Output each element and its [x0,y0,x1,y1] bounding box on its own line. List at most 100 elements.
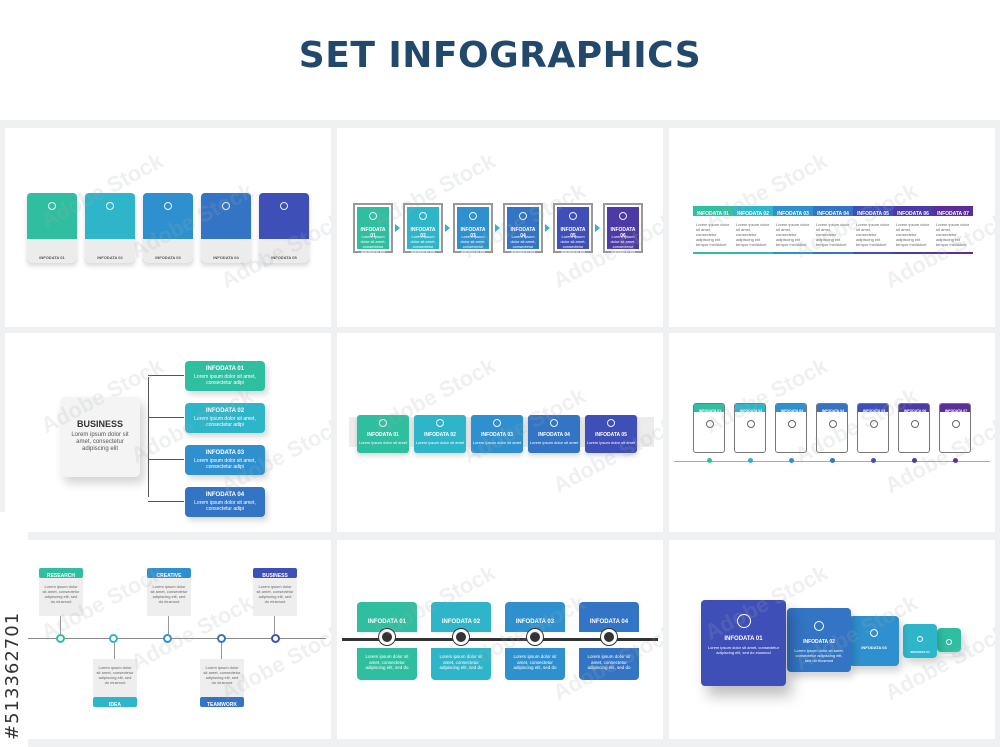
process-tag-top: CREATIVE [147,568,191,579]
tree-trunk [148,377,149,497]
arrow-icon [395,224,400,232]
stack-card: INFODATA 04 [903,624,937,658]
item-icon [419,212,427,220]
milestone-bottom: Lorem ipsum dolor sit amet, consectetur … [357,648,417,680]
step-body: Lorem ipsum dolor sit amet, consectetur … [610,234,636,254]
milestone-node [527,629,543,645]
column-header: INFODATA 01 [693,206,733,217]
panel-table-7: INFODATA 01 Lorem ipsum dolor sit amet, c… [669,128,995,327]
step-label: INFODATA 04 [510,227,536,239]
column-header: INFODATA 04 [813,206,853,217]
band-label: INFODATA 04 [538,432,570,438]
panel-business-tree: BUSINESS Lorem ipsum dolor sit amet, con… [5,333,331,532]
column-header: INFODATA 02 [733,206,773,217]
process-note-bottom: Lorem ipsum dolor sit amet, consectetur … [93,659,137,697]
arrow-icon [595,224,600,232]
timeline-dot [871,458,876,463]
timeline-header: INFODATA 07 [940,404,970,413]
timeline-card: INFODATA 03 [775,403,807,453]
milestone-bottom: Lorem ipsum dolor sit amet, consectetur … [579,648,639,680]
timeline-label: INFODATA 04 [821,409,845,413]
column-underline [933,252,973,254]
process-tag-label: TEAMWORK [207,702,237,708]
item-icon [222,202,230,210]
column-body: Lorem ipsum dolor sit amet, consectetur … [736,222,770,247]
band-label: INFODATA 02 [424,432,456,438]
band-label: INFODATA 05 [595,432,627,438]
stack-label: INFODATA 02 [803,639,835,645]
card-label: INFODATA 01 [39,255,65,260]
timeline-card: INFODATA 02 [734,403,766,453]
column-body: Lorem ipsum dolor sit amet, consectetur … [696,222,730,247]
item-icon [469,212,477,220]
timeline-header: INFODATA 01 [694,404,724,413]
timeline-card: INFODATA 06 [898,403,930,453]
milestone-body: Lorem ipsum dolor sit amet, consectetur … [587,654,631,670]
process-connector [60,616,61,634]
item-icon [369,212,377,220]
timeline-card: INFODATA 05 [857,403,889,453]
stack-card: INFODATA 05 [937,628,961,657]
column-body: Lorem ipsum dolor sit amet, consectetur … [816,222,850,247]
timeline-card: INFODATA 04 [816,403,848,453]
timeline-label: INFODATA 03 [780,409,804,413]
step-body: Lorem ipsum dolor sit amet, consectetur … [560,234,586,254]
timeline-header: INFODATA 06 [899,404,929,413]
branch-body: Lorem ipsum dolor sit amet, consectetur … [194,458,256,470]
column-header: INFODATA 03 [773,206,813,217]
card-label: INFODATA 04 [213,255,239,260]
step-body: Lorem ipsum dolor sit amet, consectetur … [510,234,536,254]
item-icon [607,419,615,427]
item-icon [436,419,444,427]
step-label: INFODATA 05 [560,227,586,239]
stack-icon [946,639,952,645]
column-underline [853,252,893,254]
timeline-icon [911,420,919,428]
process-connector [274,616,275,634]
business-box: BUSINESS Lorem ipsum dolor sit amet, con… [60,397,140,477]
band-body: Lorem ipsum dolor sit amet [586,440,636,445]
card-label: INFODATA 05 [271,255,297,260]
process-tag-bottom: TEAMWORK [200,697,244,708]
timeline-header: INFODATA 03 [776,404,806,413]
timeline-icon [829,420,837,428]
process-tag-bottom: IDEA [93,697,137,708]
timeline-label: INFODATA 01 [698,409,722,413]
process-connector [221,643,222,659]
process-tag-label: CREATIVE [156,573,182,579]
timeline-dot [748,458,753,463]
branch-label: INFODATA 04 [205,492,245,498]
timeline-icon [870,420,878,428]
stock-id: #513362701 [2,611,23,740]
card-label: INFODATA 03 [155,255,181,260]
band-label: INFODATA 01 [367,432,399,438]
column-underline [773,252,813,254]
stack-card: INFODATA 03 [849,616,899,666]
column-underline [813,252,853,254]
timeline-label: INFODATA 07 [944,409,968,413]
timeline-card: INFODATA 07 [939,403,971,453]
timeline-icon [952,420,960,428]
watermark: Adobe Stock [880,207,995,294]
item-icon [280,202,288,210]
stack-icon [917,636,923,642]
branch-label: INFODATA 01 [205,366,245,372]
band-card: INFODATA 05 Lorem ipsum dolor sit amet [585,415,637,453]
milestone-body: Lorem ipsum dolor sit amet, consectetur … [513,654,557,670]
milestone-node [601,629,617,645]
column-label: INFODATA 01 [697,211,729,217]
column-underline [893,252,933,254]
arrow-icon [445,224,450,232]
